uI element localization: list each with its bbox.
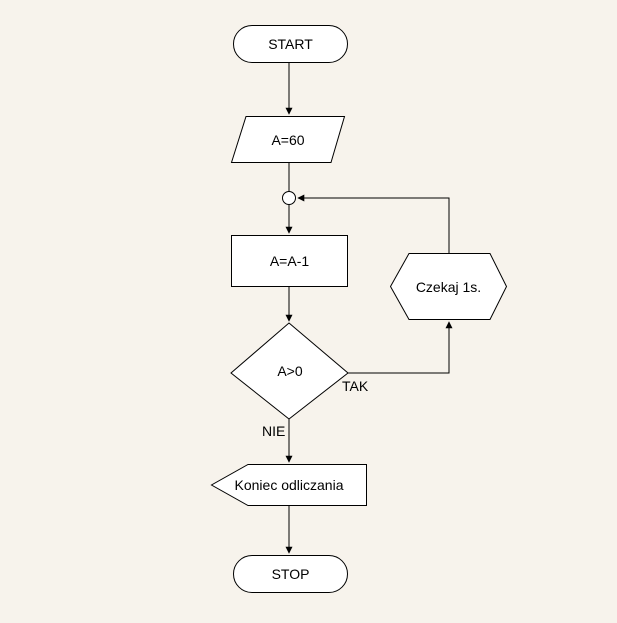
output-flag-shape <box>210 464 367 506</box>
decision-diamond-shape <box>230 322 349 420</box>
start-terminator-shape <box>233 25 348 63</box>
stop-terminator-shape <box>233 555 348 593</box>
delay-hexagon-shape <box>389 253 508 320</box>
process-rectangle-shape <box>231 235 348 287</box>
edge-delay-to-junction-return <box>297 194 450 253</box>
edge-decision-to-delay-yes <box>348 321 453 374</box>
input-parallelogram-shape <box>230 116 346 163</box>
junction-circle-shape <box>282 191 296 205</box>
